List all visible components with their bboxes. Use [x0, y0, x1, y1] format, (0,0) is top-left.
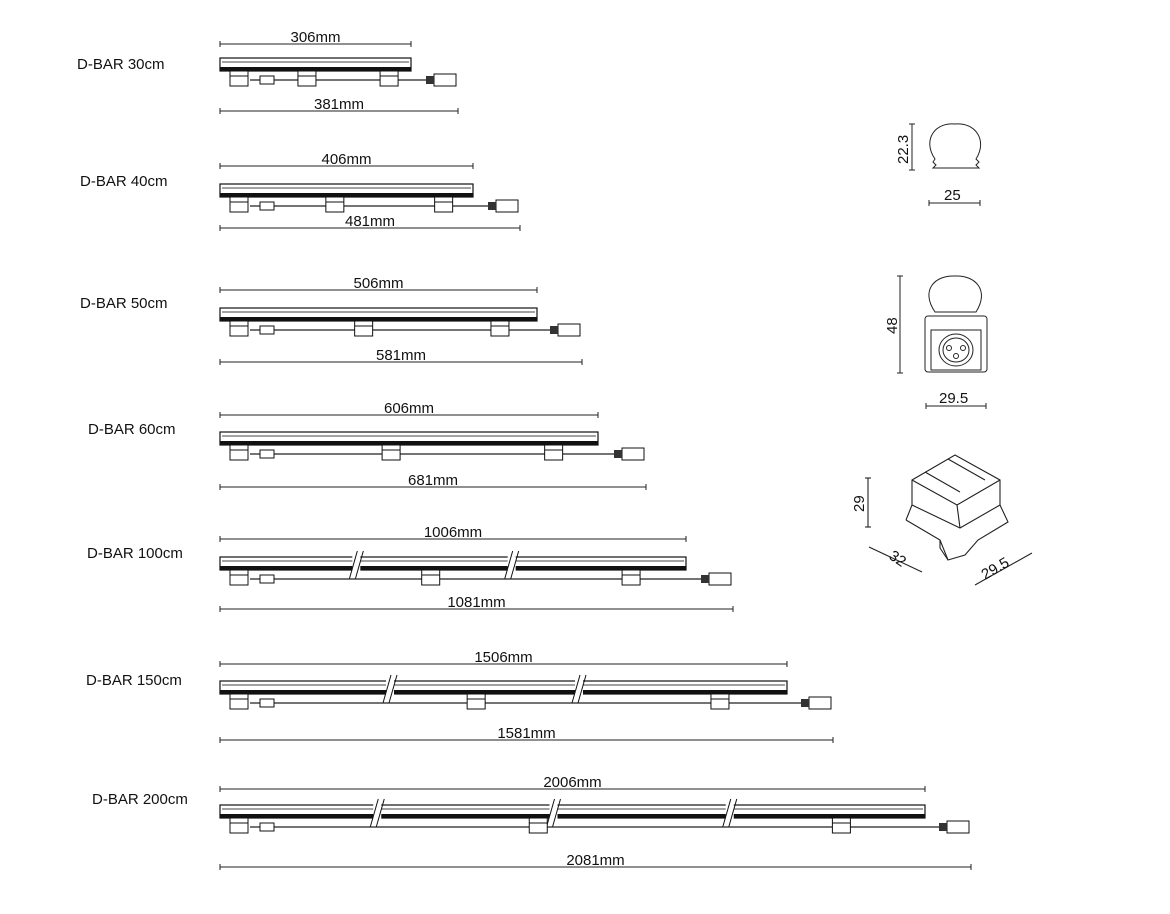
- bar-base: [220, 441, 598, 445]
- mounting-clip: [354, 320, 374, 337]
- bar-base: [220, 193, 473, 197]
- mounting-bracket: [865, 454, 1033, 586]
- bar-base: [220, 814, 925, 818]
- start-connector: [259, 201, 275, 211]
- break-mark: [504, 550, 514, 580]
- end-connector: [621, 447, 645, 461]
- mounting-clip: [490, 320, 510, 337]
- bar-row: D-BAR 40cm 406mm 481mm: [80, 151, 521, 231]
- bar-length-label: 406mm: [321, 151, 371, 168]
- mounting-clip: [297, 70, 317, 87]
- total-length-label: 1081mm: [447, 594, 505, 611]
- break-mark: [348, 550, 358, 580]
- bar-row: D-BAR 100cm 1006mm 1081mm: [87, 524, 734, 612]
- profile-section: [909, 123, 981, 206]
- break-mark: [382, 674, 392, 704]
- end-connector: [433, 73, 457, 87]
- start-connector: [259, 698, 275, 708]
- mounting-clip: [434, 196, 454, 213]
- bar-row: D-BAR 30cm 306mm 381mm: [77, 29, 459, 114]
- bar-base: [220, 690, 787, 694]
- start-connector: [259, 574, 275, 584]
- bar-row: D-BAR 50cm 506mm 581mm: [80, 275, 583, 365]
- bracket-depth-dim-line: [868, 546, 923, 573]
- section-housing: [924, 315, 988, 373]
- bar-length-label: 2006mm: [543, 774, 601, 791]
- mounting-clip: [325, 196, 345, 213]
- profile-height-label: 22.3: [895, 135, 912, 164]
- bracket-width-label: 29.5: [979, 554, 1013, 583]
- bar-length-label: 606mm: [384, 400, 434, 417]
- bar-model-label: D-BAR 40cm: [80, 173, 168, 190]
- bar-base: [220, 67, 411, 71]
- bar-model-label: D-BAR 60cm: [88, 421, 176, 438]
- mounting-clip: [831, 817, 851, 834]
- bar-model-label: D-BAR 100cm: [87, 545, 183, 562]
- bar-length-label: 506mm: [353, 275, 403, 292]
- break-mark: [571, 674, 581, 704]
- bar-row: D-BAR 150cm 1506mm 1581mm: [86, 649, 834, 743]
- mounting-clip: [229, 196, 249, 213]
- total-length-label: 1581mm: [497, 725, 555, 742]
- profile-outline: [929, 123, 981, 169]
- end-connector: [495, 199, 519, 213]
- total-length-label: 681mm: [408, 472, 458, 489]
- mounting-clip: [379, 70, 399, 87]
- bar-model-label: D-BAR 30cm: [77, 56, 165, 73]
- end-connector: [708, 572, 732, 586]
- mounting-clip: [710, 693, 730, 710]
- mounting-clip: [421, 569, 441, 586]
- break-mark: [722, 798, 732, 828]
- connector-socket: [938, 333, 974, 367]
- break-mark: [369, 798, 379, 828]
- bar-length-label: 306mm: [290, 29, 340, 46]
- section-lens-outline: [928, 275, 982, 313]
- connector-section: [897, 275, 988, 409]
- total-length-label: 481mm: [345, 213, 395, 230]
- bar-row: D-BAR 60cm 606mm 681mm: [88, 400, 647, 490]
- break-mark: [546, 798, 555, 828]
- bar-length-label: 1506mm: [474, 649, 532, 666]
- mounting-clip: [229, 444, 249, 461]
- bar-length-label: 1006mm: [424, 524, 482, 541]
- section-height-label: 48: [884, 317, 901, 334]
- mounting-clip: [229, 70, 249, 87]
- bracket-depth-label: 32: [886, 547, 909, 570]
- bracket-height-label: 29: [851, 495, 868, 512]
- mounting-clip: [229, 817, 249, 834]
- end-connector: [808, 696, 832, 710]
- mounting-clip: [381, 444, 401, 461]
- bar-model-label: D-BAR 150cm: [86, 672, 182, 689]
- end-connector: [557, 323, 581, 337]
- bracket-width-dim-line: [974, 552, 1033, 586]
- bar-base: [220, 317, 537, 321]
- total-length-label: 381mm: [314, 96, 364, 113]
- bar-model-label: D-BAR 200cm: [92, 791, 188, 808]
- mounting-clip: [544, 444, 564, 461]
- mounting-clip: [621, 569, 641, 586]
- start-connector: [259, 449, 275, 459]
- profile-width-label: 25: [944, 187, 961, 204]
- bar-base: [220, 566, 686, 570]
- mounting-clip: [466, 693, 486, 710]
- mounting-clip: [229, 320, 249, 337]
- total-length-label: 581mm: [376, 347, 426, 364]
- mounting-clip: [229, 693, 249, 710]
- start-connector: [259, 325, 275, 335]
- start-connector: [259, 822, 275, 832]
- mounting-clip: [229, 569, 249, 586]
- end-connector: [946, 820, 970, 834]
- section-width-label: 29.5: [939, 390, 968, 407]
- bar-row: D-BAR 200cm 2006mm 2081mm: [92, 774, 972, 870]
- start-connector: [259, 75, 275, 85]
- mounting-clip: [528, 817, 548, 834]
- bar-model-label: D-BAR 50cm: [80, 295, 168, 312]
- total-length-label: 2081mm: [566, 852, 624, 869]
